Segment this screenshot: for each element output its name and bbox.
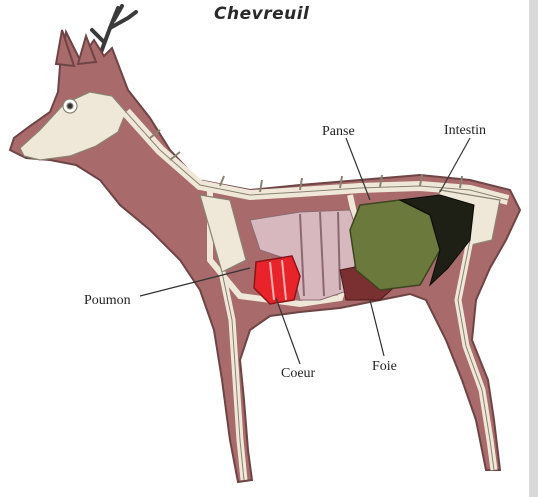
label-coeur: Coeur: [281, 366, 315, 382]
diagram-title: Chevreuil: [214, 4, 309, 24]
label-poumon: Poumon: [84, 293, 131, 309]
leader-foie: [370, 300, 384, 356]
scrollbar-strip: [529, 0, 538, 497]
label-foie: Foie: [372, 359, 397, 375]
label-intestin: Intestin: [444, 123, 486, 139]
label-panse: Panse: [322, 124, 355, 140]
